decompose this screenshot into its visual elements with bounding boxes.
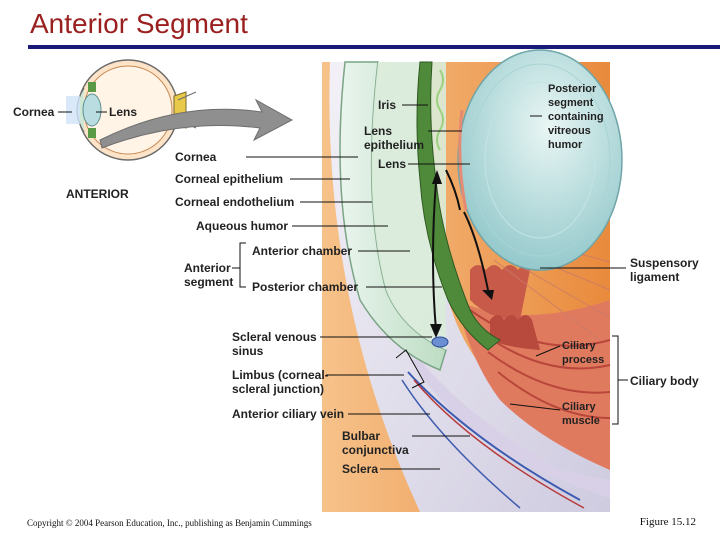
label-posterior-segment-2: segment [548,97,594,109]
inset-anterior-label: ANTERIOR [66,187,129,201]
label-cornea: Cornea [175,150,217,164]
label-ciliary-body: Ciliary body [630,374,699,388]
label-posterior-segment-3: containing [548,111,604,123]
label-bulbar-conjunctiva-1: Bulbar [342,429,380,443]
label-suspensory-ligament-1: Suspensory [630,256,699,270]
slide-title: Anterior Segment [30,8,248,39]
figure-number: Figure 15.12 [639,516,696,528]
title-divider [28,45,720,49]
label-ciliary-process-2: process [562,354,604,366]
label-aqueous-humor: Aqueous humor [196,219,288,233]
label-anterior-segment-2: segment [184,275,233,289]
label-posterior-segment-5: humor [548,139,583,151]
label-iris: Iris [378,98,396,112]
lens-region [457,49,623,271]
label-lens-epithelium-2: epithelium [364,138,424,152]
label-corneal-epithelium: Corneal epithelium [175,172,283,186]
label-suspensory-ligament-2: ligament [630,270,679,284]
label-posterior-chamber: Posterior chamber [252,280,358,294]
label-posterior-segment-1: Posterior [548,83,597,95]
label-lens-epithelium-1: Lens [364,124,392,138]
label-limbus-1: Limbus (corneal- [232,368,329,382]
label-sclera: Sclera [342,462,378,476]
label-limbus-2: scleral junction) [232,382,324,396]
inset-lens-label: Lens [109,105,137,119]
label-anterior-segment-1: Anterior [184,261,231,275]
label-ciliary-process-1: Ciliary [562,340,597,352]
label-scleral-venous-sinus-1: Scleral venous [232,330,317,344]
label-posterior-segment-4: vitreous [548,125,591,137]
label-anterior-ciliary-vein: Anterior ciliary vein [232,407,344,421]
label-lens: Lens [378,157,406,171]
label-scleral-venous-sinus-2: sinus [232,344,264,358]
label-ciliary-muscle-1: Ciliary [562,401,597,413]
inset-cornea-label: Cornea [13,105,55,119]
label-bulbar-conjunctiva-2: conjunctiva [342,443,409,457]
label-ciliary-muscle-2: muscle [562,415,600,427]
label-anterior-chamber: Anterior chamber [252,244,352,258]
zoom-arrow [99,98,294,149]
label-corneal-endothelium: Corneal endothelium [175,195,294,209]
leader-lines [232,104,628,470]
inset-eye [66,59,197,161]
copyright-notice: Copyright © 2004 Pearson Education, Inc.… [27,518,312,528]
